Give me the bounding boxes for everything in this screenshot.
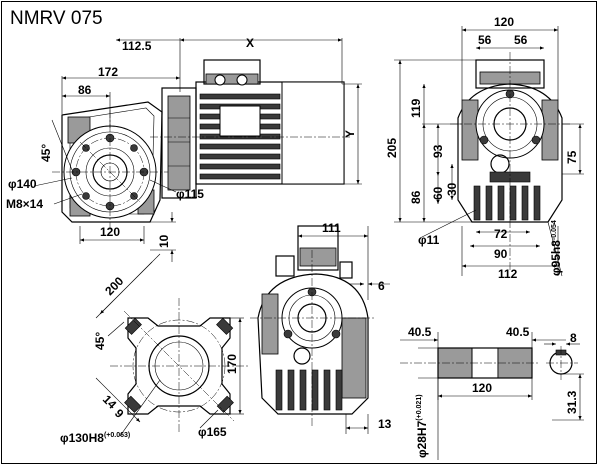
dim-120-shaft: 120	[472, 381, 492, 395]
dim-x: X	[246, 36, 254, 50]
dim-phi-11: φ11	[418, 233, 440, 247]
dim-112: 112	[498, 267, 518, 281]
dim-75: 75	[565, 150, 579, 164]
dim-111: 111	[322, 221, 341, 235]
dim-72: 72	[494, 227, 508, 241]
dim-31-3: 31.3	[565, 390, 579, 414]
dim-phi-130h8: φ130H8(+0.063)	[60, 431, 130, 445]
dim-120-bottom: 120	[100, 225, 120, 239]
dim-86-right: 86	[409, 190, 423, 204]
dim-13: 13	[378, 417, 392, 431]
dim-phi-165: φ165	[198, 425, 227, 439]
dim-phi-140: φ140	[8, 177, 37, 191]
hollow-shaft-section	[400, 346, 578, 380]
dim-172: 172	[98, 65, 118, 79]
dim-205: 205	[385, 138, 399, 158]
view2-dimensions: 120 56 56 205 86 119 93 60 30 75 φ11	[385, 15, 584, 281]
side-view-fins	[473, 185, 541, 221]
dim-8: 8	[570, 331, 577, 345]
output-flange-view	[110, 298, 248, 434]
dim-45-left: 45°	[39, 144, 53, 162]
dim-40-5-left: 40.5	[408, 325, 432, 339]
drawing-title: NMRV 075	[10, 8, 103, 29]
gearbox-side-view-lower	[250, 225, 376, 426]
dim-120-top: 120	[494, 15, 514, 29]
dim-86-top: 86	[78, 83, 92, 97]
view3-dimensions: 200 45° 170 14 9 φ130H8(+0.063) φ165	[60, 253, 244, 445]
dim-9: 9	[112, 406, 127, 421]
dim-y: Y	[343, 130, 357, 138]
dim-phi-95h8: φ95h8-0.054	[549, 220, 563, 276]
view4-dimensions: 111 6 13	[297, 221, 392, 434]
dim-m8x14: M8×14	[6, 197, 43, 211]
dim-45-flange: 45°	[93, 332, 107, 350]
dim-6: 6	[378, 279, 385, 293]
dim-93: 93	[431, 144, 445, 158]
dim-56-right: 56	[514, 33, 528, 47]
dim-56-left: 56	[478, 33, 492, 47]
dim-119: 119	[409, 98, 423, 118]
dim-30: 30	[445, 182, 459, 196]
dim-90: 90	[494, 247, 508, 261]
motor-side-view	[150, 59, 350, 199]
dim-phi-28h7: φ28H7(+0.021)	[415, 394, 429, 458]
dim-10: 10	[157, 234, 171, 248]
view1-dimensions: 112.5 X 172 86 45° Y φ140 M8×14 φ115 120	[6, 36, 362, 262]
dim-14: 14	[100, 392, 120, 412]
dim-phi-115: φ115	[176, 187, 204, 201]
view5-dimensions: 40.5 40.5 120 8 31.3 φ28H7(+0.021)	[400, 325, 584, 460]
dim-170: 170	[225, 354, 239, 374]
gearbox-front-view	[52, 101, 168, 232]
dim-40-5-right: 40.5	[506, 325, 530, 339]
dim-200: 200	[102, 274, 126, 298]
dim-60: 60	[431, 186, 445, 200]
dim-112-5: 112.5	[122, 39, 152, 53]
gearbox-side-view	[450, 52, 572, 270]
lower-view-fins	[275, 369, 343, 411]
